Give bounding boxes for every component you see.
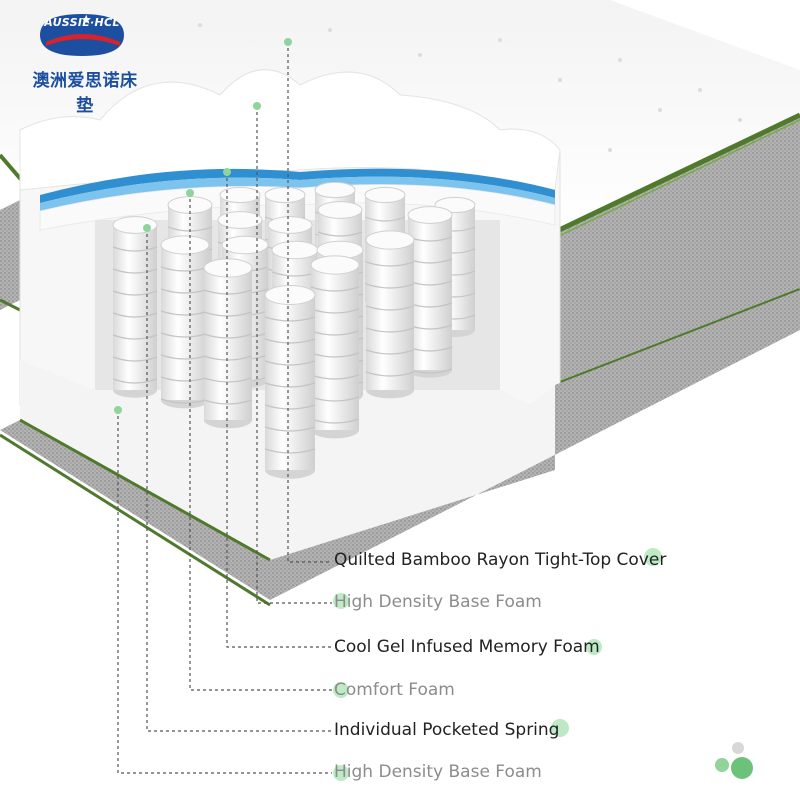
pocketed-spring-coil	[310, 255, 360, 439]
layer-label-cover: Quilted Bamboo Rayon Tight-Top Cover	[334, 550, 667, 570]
pocketed-springs	[112, 181, 476, 479]
pocketed-spring-coil	[203, 258, 253, 429]
logo-badge-icon	[40, 14, 124, 56]
layer-label-gel-memory-foam: Cool Gel Infused Memory Foam	[334, 637, 600, 657]
layer-label-pocketed-spring: Individual Pocketed Spring	[334, 720, 560, 740]
layer-markers	[114, 38, 292, 414]
layer-label-comfort-foam: Comfort Foam	[334, 680, 455, 700]
layer-label-high-density-foam-top: High Density Base Foam	[334, 592, 542, 612]
pocketed-spring-coil	[365, 230, 415, 399]
layer-label-high-density-foam-base: High Density Base Foam	[334, 762, 542, 782]
decorative-dots	[715, 742, 753, 779]
brand-logo: AUSSIE·HCL 澳洲爱思诺床垫	[30, 10, 140, 116]
pocketed-spring-coil	[160, 235, 210, 409]
side-fabric-panel	[0, 115, 800, 385]
label-accent-dots	[333, 548, 662, 781]
pocketed-spring-coil	[264, 285, 316, 479]
logo-text: AUSSIE·HCL	[44, 16, 120, 29]
logo-chinese-name: 澳洲爱思诺床垫	[32, 71, 138, 116]
leader-lines	[117, 42, 332, 774]
pocketed-spring-coil	[112, 216, 158, 398]
pocketed-spring-coil	[407, 206, 453, 378]
